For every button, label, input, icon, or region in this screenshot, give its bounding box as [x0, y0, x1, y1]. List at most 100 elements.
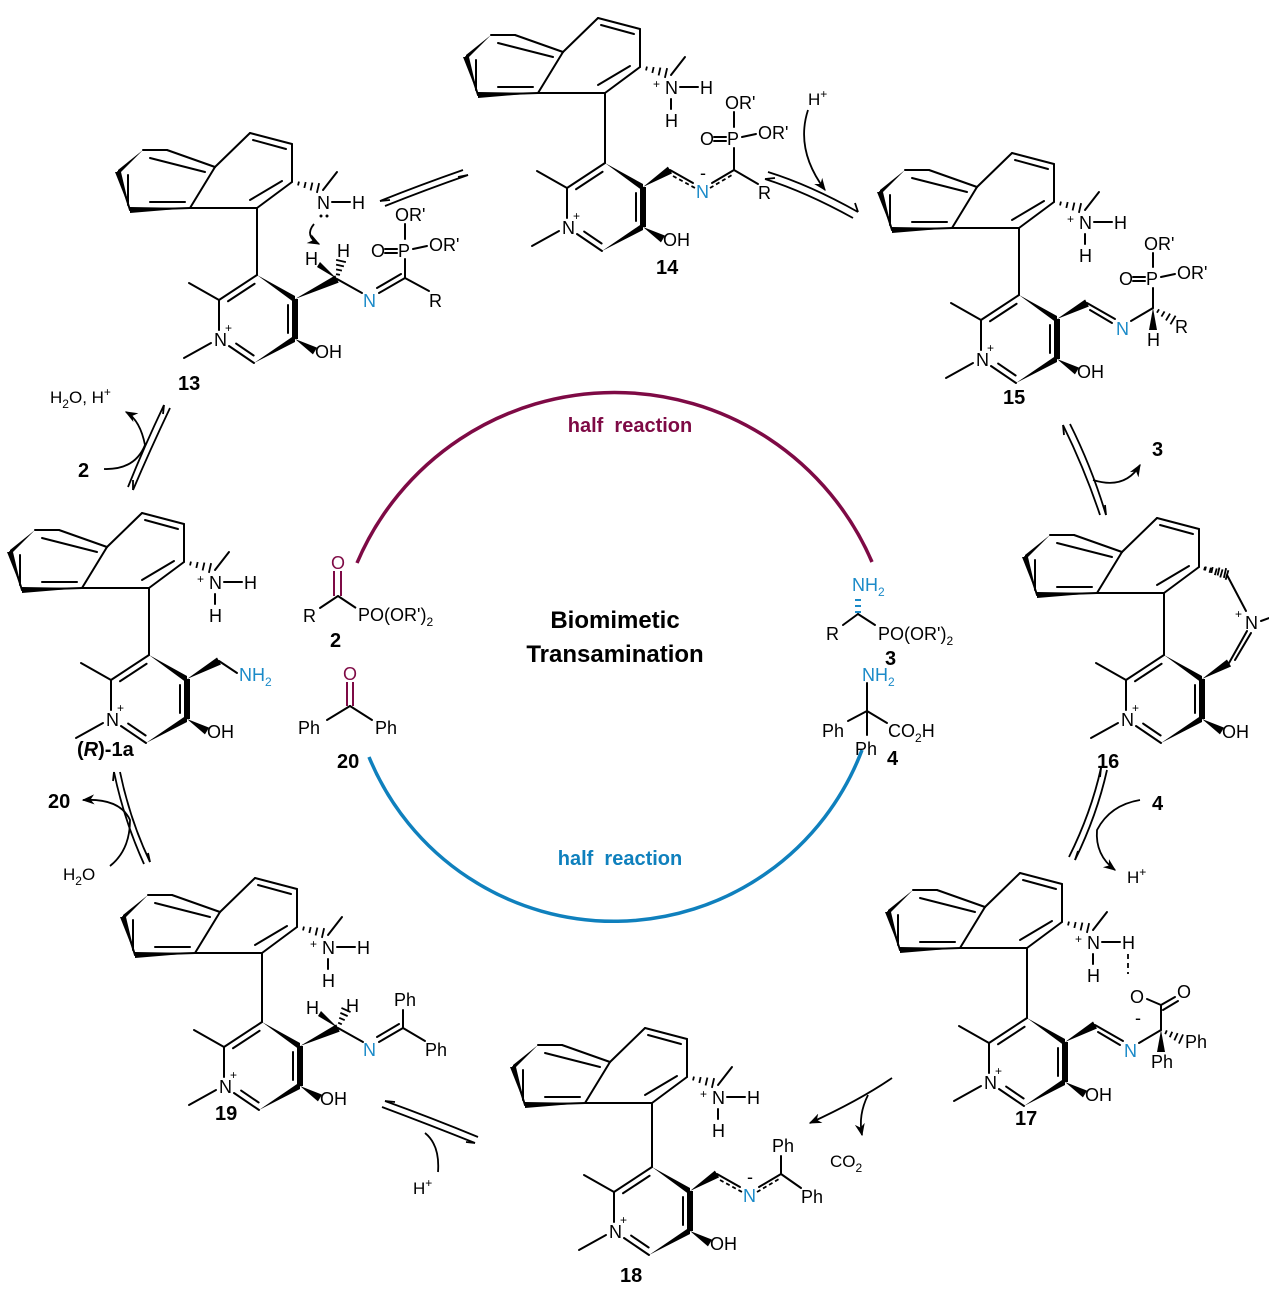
atom-O: O	[1177, 982, 1191, 1002]
atom-N-amine: N	[665, 78, 678, 98]
bond	[544, 1052, 601, 1068]
bond	[376, 273, 402, 289]
atom-H: H	[337, 241, 350, 261]
bond	[717, 1066, 733, 1086]
bond	[254, 925, 288, 946]
compound-label-19: 19	[215, 1103, 237, 1125]
bold-bond	[880, 170, 905, 195]
atom-H: H	[1147, 330, 1160, 350]
atom-Ph: Ph	[394, 990, 416, 1010]
bond	[188, 282, 220, 301]
bond	[621, 1174, 651, 1195]
atom-R: R	[303, 606, 316, 626]
hash-bond	[710, 1077, 716, 1089]
bond	[644, 1075, 678, 1096]
charge-plus: +	[1067, 212, 1074, 226]
equilibrium-arrow-15-16: 3	[1062, 423, 1163, 516]
hash-bond	[1160, 310, 1166, 318]
bond	[149, 157, 206, 173]
bold-bond	[1016, 355, 1057, 383]
bond	[1005, 1085, 1025, 1100]
bond	[1084, 191, 1100, 211]
bond	[412, 245, 428, 250]
atom-H: H	[1114, 213, 1127, 233]
hash-bond	[302, 926, 305, 931]
equilibrium-arrow-19-1a: 20 H2O	[48, 771, 151, 888]
hash-bond	[663, 67, 669, 79]
hash-bond	[1073, 921, 1077, 929]
equilibrium-arrow-1a-13: 2 H2O, H+	[50, 385, 171, 491]
bond	[1019, 920, 1053, 941]
atom-R: R	[826, 624, 839, 644]
atom-H: H	[1079, 246, 1092, 266]
compound-label-15: 15	[1003, 387, 1025, 409]
bond	[576, 233, 603, 252]
bond	[171, 894, 221, 913]
compound-label-13: 13	[178, 373, 200, 395]
bond	[647, 1034, 682, 1045]
atom-H: H	[1087, 966, 1100, 986]
bond	[1156, 565, 1190, 586]
reagent-CO2: CO2	[830, 1152, 863, 1175]
bond	[118, 662, 148, 683]
charge-minus: -	[1135, 1008, 1141, 1028]
hash-bond	[1214, 568, 1218, 576]
bond	[741, 133, 757, 138]
wedge-bond	[300, 1086, 323, 1102]
bond	[644, 1027, 688, 1040]
hash-bond	[698, 1076, 702, 1084]
wedge-bond	[643, 166, 673, 187]
hash-bond	[1203, 566, 1206, 571]
wedge-bond	[187, 657, 221, 679]
atom-Ph: Ph	[822, 721, 844, 741]
bold-bond	[10, 530, 35, 555]
substrate-3: NH2 R PO(OR')2 3	[826, 575, 953, 670]
wedge-bond	[1057, 299, 1089, 319]
bond	[562, 17, 599, 53]
atom-NH2: NH2	[862, 665, 895, 689]
charge-plus: +	[1075, 932, 1082, 946]
hash-bond	[1178, 1034, 1184, 1044]
bond	[597, 65, 631, 86]
delocalized-bond	[756, 1178, 780, 1193]
bond	[240, 1089, 260, 1104]
group-PO: PO(OR')2	[878, 624, 953, 648]
atom-P: P	[727, 129, 739, 149]
compound-label-17: 17	[1015, 1108, 1037, 1130]
hash-bond	[303, 181, 307, 189]
atom-O: O	[343, 664, 357, 684]
reagent-20: 20	[48, 791, 70, 813]
hash-bond	[657, 67, 662, 76]
bond	[1011, 200, 1045, 221]
atom-OR: OR'	[429, 235, 459, 255]
bold-bond	[1027, 1018, 1065, 1046]
compound-label-4: 4	[887, 748, 899, 770]
bond	[378, 277, 406, 294]
charge-plus: +	[310, 937, 317, 951]
curved-arrow-icon	[306, 223, 321, 245]
compound-label-20: 20	[337, 751, 359, 773]
bond	[254, 877, 298, 890]
hash-bond	[201, 562, 206, 571]
atom-Ph: Ph	[425, 1040, 447, 1060]
bond	[141, 560, 175, 581]
reagent-H-plus: H+	[413, 1176, 432, 1198]
bond	[1125, 654, 1165, 681]
lower-half-reaction-arc	[367, 749, 864, 924]
wedge-bond	[1065, 1021, 1097, 1042]
bond	[322, 171, 338, 191]
compound-16: N+OHN+16	[1022, 517, 1269, 773]
title-line-2: Transamination	[526, 641, 703, 668]
bond	[613, 1166, 653, 1193]
bold-bond	[466, 35, 491, 60]
hash-bond	[207, 562, 213, 574]
bond	[623, 1237, 650, 1256]
charge-plus: +	[1132, 701, 1139, 715]
atom-Ph: Ph	[772, 1136, 794, 1156]
atom-N-pyridinium: N	[609, 1222, 622, 1242]
bond	[75, 722, 104, 739]
